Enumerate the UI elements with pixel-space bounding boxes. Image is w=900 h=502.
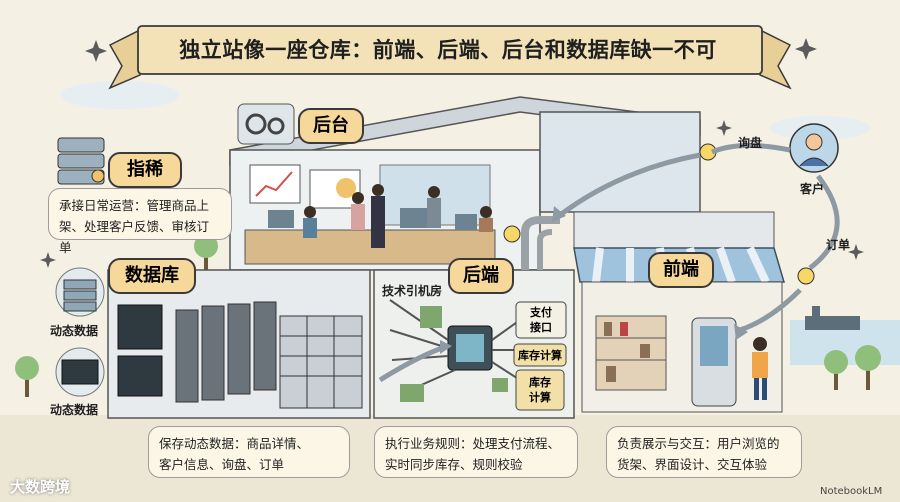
operator-note-line2: 架、处理客户反馈、审核订单: [59, 219, 210, 255]
frontend-note-line1: 负责展示与交互：用户浏览的: [617, 436, 780, 451]
inventory-module-2-line1: 库存: [529, 376, 551, 389]
backend-note-line2: 实时同步库存、规则校验: [385, 457, 523, 472]
page-title: 独立站像一座仓库：前端、后端、后台和数据库缺一不可: [179, 38, 717, 62]
database-label: 数据库: [108, 258, 196, 294]
inventory-module: 库存计算: [518, 349, 562, 362]
operator-note-line1: 承接日常运营：管理商品上: [59, 198, 210, 213]
frontend-note-line2: 货架、界面设计、交互体验: [617, 457, 768, 472]
backend-label: 后端: [448, 258, 514, 294]
frontend-label: 前端: [648, 252, 714, 288]
frontend-note: 负责展示与交互：用户浏览的 货架、界面设计、交互体验: [606, 426, 802, 478]
flow-arrows: [378, 142, 840, 383]
backend-note: 执行业务规则：处理支付流程、 实时同步库存、规则校验: [374, 426, 578, 478]
payment-module-line1: 支付: [530, 306, 552, 319]
sparkle-icon: [40, 38, 864, 268]
payment-module: 支付 接口: [516, 305, 566, 335]
database-room: [107, 269, 371, 419]
order-flow-label: 订单: [826, 238, 851, 252]
database-note: 保存动态数据：商品详情、 客户信息、询盘、订单: [148, 426, 350, 478]
tree-icon: [194, 234, 218, 272]
tree-icon: [15, 356, 39, 397]
watermark: 大数跨境: [10, 478, 71, 496]
backoffice-label: 后台: [298, 108, 364, 144]
customer-label: 客户: [800, 182, 825, 196]
tree-icon: [824, 350, 848, 390]
ship-icon: [805, 316, 860, 330]
cloud: [60, 81, 180, 109]
backend-room: [373, 216, 575, 419]
backend-room-label: 技术引机房: [382, 284, 443, 298]
lightbulb-icon: [503, 225, 521, 243]
lightbulb-icon: [797, 267, 815, 285]
customer-icon: [789, 123, 839, 173]
inventory-module-2-line2: 计算: [529, 391, 551, 404]
backend-note-line1: 执行业务规则：处理支付流程、: [385, 436, 561, 451]
database-icon: [55, 267, 105, 317]
title-banner: [108, 25, 792, 90]
operator-label: 指稀: [108, 152, 182, 188]
inventory-module-2: 库存 计算: [516, 375, 564, 405]
frontend-store: [573, 211, 786, 413]
backoffice-floor: [229, 96, 701, 271]
dynamic-data-label: 动态数据: [50, 324, 99, 338]
dynamic-data-label: 动态数据: [50, 403, 99, 417]
server-icon: [57, 137, 105, 185]
terminal-icon: [55, 347, 105, 397]
payment-module-line2: 接口: [530, 321, 552, 334]
operator-note: 承接日常运营：管理商品上 架、处理客户反馈、审核订单: [48, 188, 232, 255]
credit-label: NotebookLM: [820, 486, 883, 497]
database-note-line1: 保存动态数据：商品详情、: [159, 436, 310, 451]
inquiry-flow-label: 询盘: [738, 136, 763, 150]
tree-icon: [855, 345, 881, 390]
database-note-line2: 客户信息、询盘、订单: [159, 457, 285, 472]
